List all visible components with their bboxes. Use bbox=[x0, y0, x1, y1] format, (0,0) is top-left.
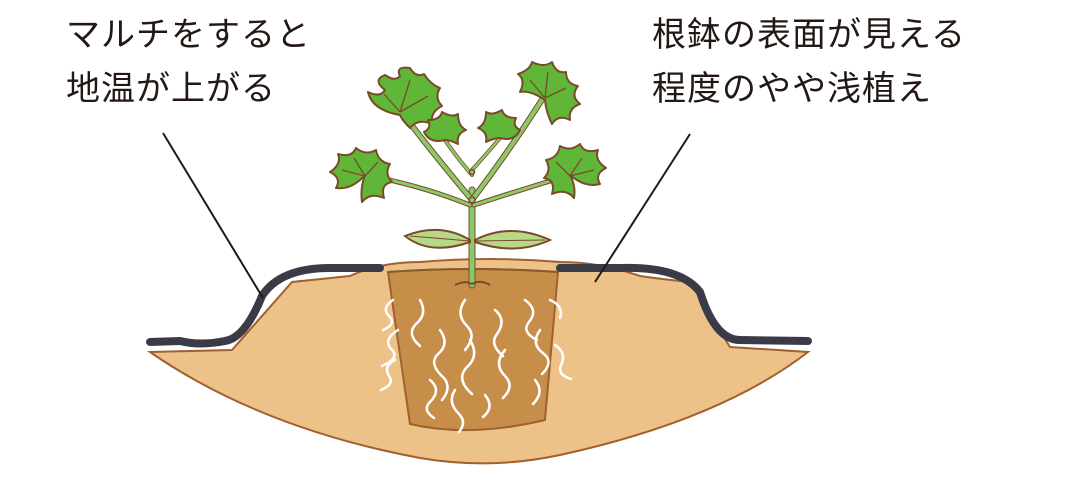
mulch-annotation: マルチをすると 地温が上がる bbox=[66, 8, 311, 116]
planting-depth-annotation: 根鉢の表面が見える 程度のやや浅植え bbox=[652, 8, 966, 116]
cotyledon-left bbox=[403, 228, 471, 249]
roots bbox=[379, 298, 573, 434]
mulch-annotation-line-2: 地温が上がる bbox=[66, 69, 276, 109]
leaf-mid-left bbox=[423, 111, 467, 145]
seedling bbox=[329, 61, 607, 289]
leaf-mid-right bbox=[477, 109, 521, 143]
planting-annotation-line-1: 根鉢の表面が見える bbox=[652, 15, 966, 55]
cotyledon-right bbox=[474, 230, 553, 250]
mulch-leader-line bbox=[162, 132, 264, 299]
planting-annotation-line-2: 程度のやや浅植え bbox=[652, 69, 932, 109]
leaf-right bbox=[543, 143, 607, 199]
leaf-top-right bbox=[517, 61, 581, 125]
mulch-sheet bbox=[146, 263, 812, 348]
mulch-annotation-line-1: マルチをすると bbox=[66, 15, 311, 55]
planting-leader-line bbox=[594, 133, 691, 283]
